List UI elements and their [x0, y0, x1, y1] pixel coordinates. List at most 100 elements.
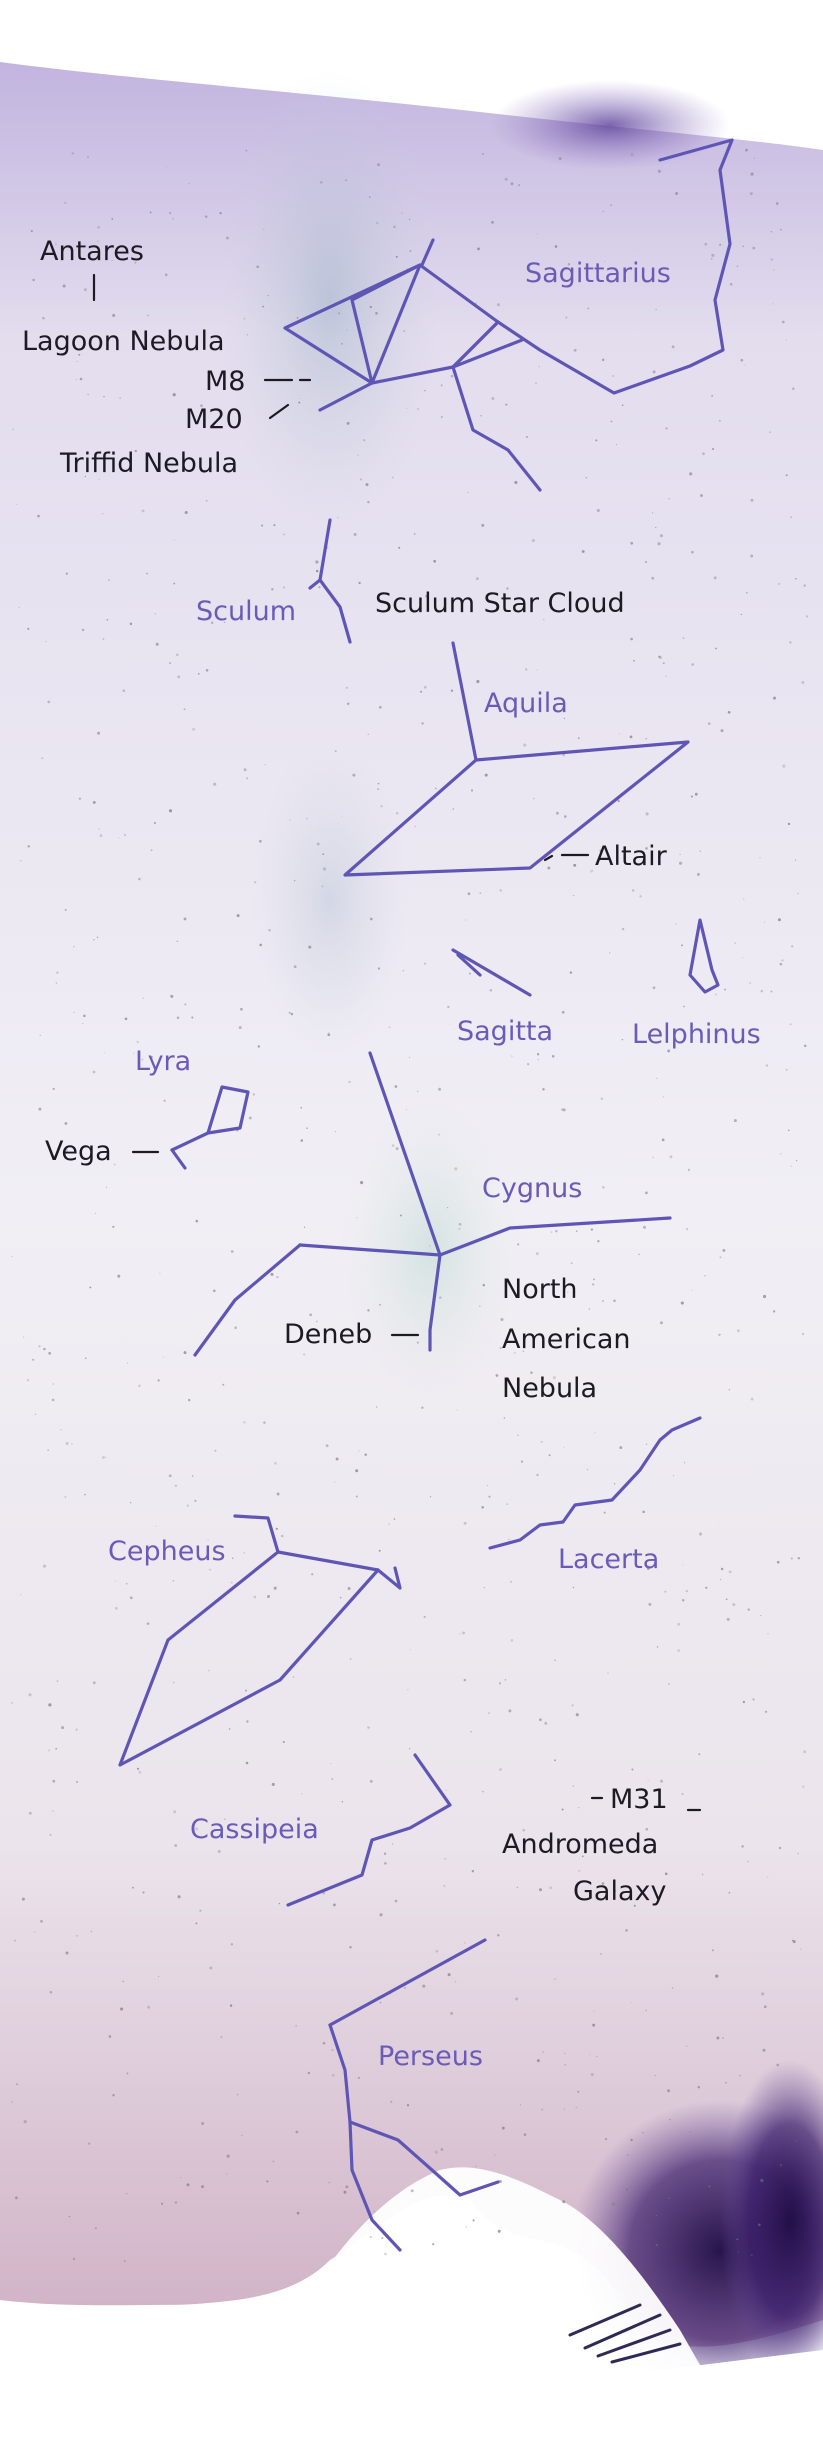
- star-dot: [157, 1379, 159, 1381]
- star-dot: [417, 408, 418, 409]
- star-dot: [308, 946, 311, 949]
- star-dot: [681, 1301, 684, 1304]
- star-dot: [173, 1682, 175, 1684]
- star-dot: [714, 576, 717, 579]
- star-dot: [642, 2132, 643, 2133]
- star-dot: [400, 1214, 402, 1216]
- star-dot: [633, 660, 635, 662]
- star-dot: [488, 1496, 490, 1498]
- star-dot: [296, 2131, 299, 2134]
- star-dot: [630, 542, 633, 545]
- label-cygnus: Cygnus: [482, 1173, 582, 1204]
- star-dot: [342, 1801, 343, 1802]
- star-dot: [97, 732, 100, 735]
- star-dot: [773, 269, 774, 270]
- star-dot: [142, 1891, 144, 1893]
- star-dot: [646, 812, 649, 815]
- star-dot: [664, 1591, 666, 1593]
- star-dot: [336, 1458, 339, 1461]
- star-dot: [760, 2179, 763, 2182]
- star-dot: [468, 892, 471, 895]
- star-dot: [702, 452, 705, 455]
- star-dot: [73, 2258, 76, 2261]
- star-dot: [743, 1701, 745, 1703]
- star-dot: [323, 2042, 326, 2045]
- star-dot: [40, 1920, 43, 1923]
- star-dot: [660, 534, 663, 537]
- star-dot: [174, 1844, 177, 1847]
- star-dot: [715, 648, 717, 650]
- star-dot: [457, 1409, 458, 1410]
- star-dot: [734, 942, 736, 944]
- star-dot: [449, 1024, 450, 1025]
- star-dot: [497, 303, 500, 306]
- star-dot: [259, 944, 262, 947]
- star-dot: [561, 1109, 563, 1111]
- star-dot: [42, 317, 45, 320]
- star-dot: [103, 638, 105, 640]
- star-dot: [610, 204, 612, 206]
- star-dot: [138, 1385, 140, 1387]
- star-dot: [646, 1443, 648, 1445]
- star-dot: [300, 1107, 302, 1109]
- star-dot: [64, 202, 66, 204]
- star-dot: [645, 561, 647, 563]
- star-dot: [642, 1511, 645, 1514]
- star-dot: [551, 1231, 553, 1233]
- star-dot: [341, 816, 342, 817]
- star-dot: [359, 582, 361, 584]
- label-antares: Antares: [40, 236, 144, 267]
- star-dot: [436, 1950, 439, 1953]
- star-dot: [549, 1454, 551, 1456]
- star-dot: [47, 1449, 49, 1451]
- star-dot: [229, 1728, 231, 1730]
- star-dot: [764, 2005, 767, 2008]
- star-dot: [485, 774, 488, 777]
- star-dot: [16, 2083, 18, 2085]
- star-dot: [726, 1598, 728, 1600]
- star-dot: [681, 944, 683, 946]
- star-dot: [798, 1853, 799, 1854]
- star-dot: [527, 1063, 529, 1065]
- label-lacerta: Lacerta: [558, 1544, 659, 1575]
- star-dot: [711, 258, 713, 260]
- star-dot: [41, 757, 43, 759]
- star-dot: [596, 2056, 597, 2057]
- star-dot: [792, 1940, 793, 1941]
- star-dot: [395, 1900, 398, 1903]
- star-dot: [142, 509, 145, 512]
- star-dot: [265, 764, 266, 765]
- star-dot: [618, 800, 620, 802]
- star-dot: [523, 744, 526, 747]
- star-dot: [750, 192, 753, 195]
- star-dot: [724, 989, 726, 991]
- star-dot: [226, 2174, 227, 2175]
- star-dot: [301, 1793, 302, 1794]
- star-dot: [510, 1581, 512, 1583]
- star-dot: [103, 396, 105, 398]
- star-dot: [409, 250, 411, 252]
- star-dot: [20, 860, 21, 861]
- star-dot: [407, 1689, 408, 1690]
- star-dot: [481, 1506, 484, 1509]
- star-dot: [331, 1778, 333, 1780]
- star-dot: [554, 1759, 556, 1761]
- star-dot: [209, 1967, 212, 1970]
- star-dot: [38, 1108, 41, 1111]
- star-dot: [660, 1321, 663, 1324]
- star-dot: [619, 1446, 622, 1449]
- star-dot: [407, 2104, 409, 2106]
- star-dot: [56, 982, 57, 983]
- star-dot: [571, 1262, 573, 1264]
- star-dot: [672, 345, 675, 348]
- star-dot: [555, 1978, 556, 1979]
- star-dot: [675, 192, 678, 195]
- star-dot: [291, 1013, 293, 1015]
- star-dot: [219, 212, 221, 214]
- star-dot: [719, 244, 721, 246]
- star-dot: [271, 588, 273, 590]
- star-dot: [556, 812, 559, 815]
- star-dot: [166, 166, 167, 167]
- star-dot: [335, 1131, 336, 1132]
- star-dot: [439, 1296, 441, 1298]
